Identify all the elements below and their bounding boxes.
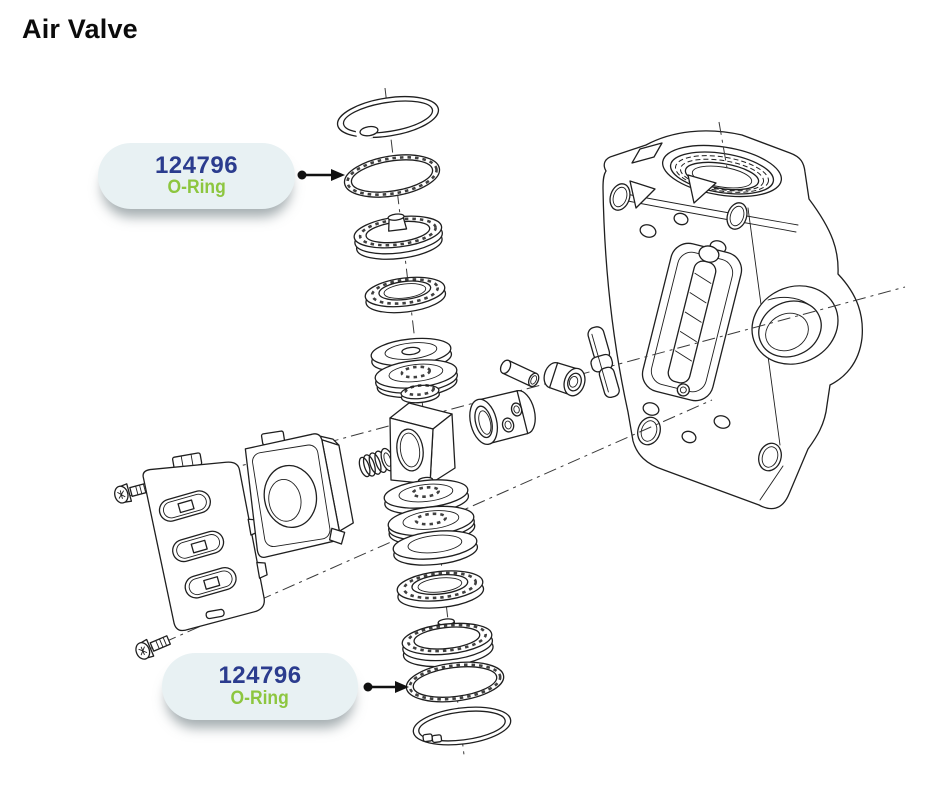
grooved-piston-bottom: [401, 618, 494, 668]
o-ring-bottom: [405, 661, 505, 703]
grooved-cap: [353, 213, 443, 260]
callout-arrow-bottom: [363, 681, 409, 693]
part-number: 124796: [154, 151, 239, 179]
callout-oring-top[interactable]: 124796 O-Ring: [98, 143, 295, 209]
square-cap: [244, 430, 354, 558]
cylinder-block: [469, 389, 536, 446]
pilot-holes: [639, 212, 731, 444]
page-title: Air Valve: [22, 14, 138, 44]
part-number: 124796: [218, 662, 302, 690]
screw-bottom: [135, 635, 171, 660]
valve-housing: [602, 130, 864, 510]
cover-plate: [142, 452, 268, 632]
callout-arrow-top: [297, 169, 345, 181]
bushing: [543, 361, 586, 397]
mounting-holes: [609, 183, 782, 472]
wing-latch: [587, 326, 620, 399]
side-port: [751, 285, 839, 365]
part-name-label: O-Ring: [167, 177, 226, 199]
cup-seal-top: [364, 276, 447, 314]
screw-top: [114, 482, 151, 504]
o-ring-top: [343, 154, 441, 198]
cup-seal-bottom: [396, 570, 485, 609]
valve-body: [389, 402, 456, 485]
retaining-ring-bottom: [412, 706, 512, 746]
callout-oring-bottom[interactable]: 124796 O-Ring: [162, 653, 358, 720]
spool-flange-bottom-3: [392, 530, 479, 566]
spool-collar: [400, 384, 440, 404]
pin: [499, 359, 540, 388]
retaining-ring-top: [336, 95, 440, 141]
valve-seat-recess: [641, 242, 743, 402]
part-name-label: O-Ring: [230, 687, 290, 709]
